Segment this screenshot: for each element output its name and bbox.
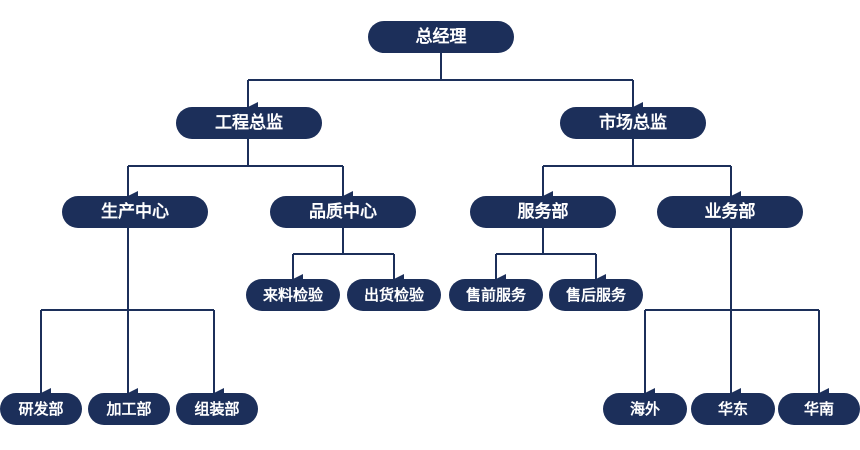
node-presales-service: 售前服务 [449,279,543,311]
node-outgoing-inspection: 出货检验 [347,279,441,311]
node-rd-dept: 研发部 [0,393,82,425]
node-east-china: 华东 [691,393,775,425]
node-general-manager: 总经理 [368,21,514,53]
node-production-center: 生产中心 [62,196,208,228]
node-marketing-director: 市场总监 [560,107,706,139]
node-south-china: 华南 [778,393,860,425]
node-quality-center: 品质中心 [270,196,416,228]
node-assembly-dept: 组装部 [176,393,258,425]
node-service-dept: 服务部 [470,196,616,228]
node-overseas: 海外 [603,393,687,425]
node-aftersales-service: 售后服务 [549,279,643,311]
node-processing-dept: 加工部 [88,393,170,425]
node-business-dept: 业务部 [657,196,803,228]
node-engineering-director: 工程总监 [176,107,322,139]
node-incoming-inspection: 来料检验 [246,279,340,311]
